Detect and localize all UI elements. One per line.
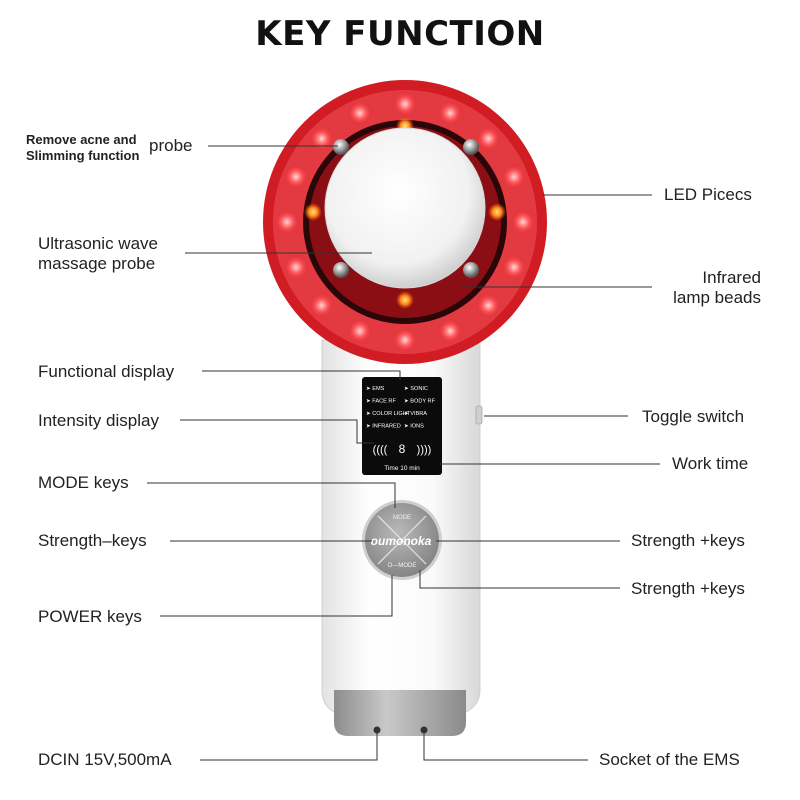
red-led (274, 209, 300, 235)
red-led (437, 318, 464, 344)
intensity-waves-right: )))) (417, 444, 432, 456)
label-led-pieces: LED Picecs (664, 185, 752, 204)
label-toggle-switch: Toggle switch (642, 407, 745, 426)
label-socket-ems: Socket of the EMS (599, 750, 740, 769)
ems-socket-hole (420, 726, 428, 734)
mode-list-left: ➤ EMS ➤ FACE RF ➤ COLOR LIGHT ➤ INFRARED (366, 386, 411, 430)
label-strength-plus-2: Strength +keys (631, 579, 745, 598)
infrared-led (396, 291, 414, 309)
label-probe: probe (149, 136, 193, 155)
ultrasonic-probe-plate (324, 127, 486, 289)
mode-item-left: ➤ COLOR LIGHT (366, 411, 411, 417)
red-led (475, 125, 502, 152)
mode-item-right: ➤ VIBRA (404, 411, 427, 417)
mode-list-right: ➤ SONIC ➤ BODY RF ➤ VIBRA ➤ IONS (404, 386, 436, 430)
label-remove-acne-line1: Remove acne and (26, 132, 137, 147)
led-lights (274, 91, 536, 353)
device-bottom-cap (334, 690, 466, 736)
leader-lines (147, 145, 660, 761)
red-led (308, 292, 335, 319)
toggle-switch[interactable] (475, 405, 483, 425)
mode-item-left: ➤ FACE RF (366, 399, 396, 405)
red-led (510, 209, 536, 235)
red-led (346, 100, 373, 126)
red-led (501, 163, 527, 190)
red-led (437, 100, 464, 126)
mode-item-left: ➤ EMS (366, 386, 385, 392)
label-power-keys: POWER keys (38, 607, 142, 626)
label-intensity-display: Intensity display (38, 411, 159, 430)
mode-item-left: ➤ INFRARED (366, 424, 401, 430)
label-remove-acne-line2: Slimming function (26, 148, 140, 163)
red-led (346, 318, 373, 344)
strength-minus-key[interactable] (365, 528, 379, 552)
mode-key[interactable]: MODE (393, 515, 411, 521)
strength-plus-key[interactable] (425, 528, 439, 552)
brand-logo-text: oumonoka (371, 534, 432, 548)
power-key[interactable]: O—MODE (388, 563, 417, 569)
mode-item-right: ➤ IONS (404, 424, 424, 430)
red-led (475, 292, 502, 319)
red-led (501, 254, 527, 281)
mode-item-right: ➤ BODY RF (404, 399, 436, 405)
red-led (283, 163, 309, 190)
label-strength-minus: Strength–keys (38, 531, 147, 550)
red-led (308, 125, 335, 152)
label-work-time: Work time (672, 454, 749, 473)
infrared-led (304, 203, 322, 221)
label-infrared-line2: lamp beads (673, 288, 761, 307)
label-dcin: DCIN 15V,500mA (38, 750, 172, 769)
label-strength-plus-1: Strength +keys (631, 531, 745, 550)
keypad-dividers (377, 515, 427, 565)
label-remove-acne: Remove acne and Slimming function (26, 132, 139, 164)
label-infrared-line1: Infrared (702, 268, 761, 287)
label-ultrasonic-line1: Ultrasonic wave (38, 234, 158, 253)
label-infrared: Infrared lamp beads (640, 268, 761, 308)
red-led (392, 91, 418, 117)
probe-screws (333, 139, 479, 278)
red-led (392, 327, 418, 353)
red-led (283, 254, 309, 281)
label-mode-keys: MODE keys (38, 473, 129, 492)
label-ultrasonic-line2: massage probe (38, 254, 156, 273)
page-title: KEY FUNCTION (255, 14, 545, 54)
label-ultrasonic: Ultrasonic wave massage probe (38, 234, 158, 274)
dc-socket-hole (373, 726, 381, 734)
intensity-waves-left: (((( (373, 444, 388, 456)
infrared-led (488, 203, 506, 221)
work-time-readout: Time 10 min (384, 465, 420, 472)
intensity-digit-display: 8 (399, 442, 406, 456)
functional-display-screen (362, 377, 442, 475)
mode-item-right: ➤ SONIC (404, 386, 428, 392)
label-functional-display: Functional display (38, 362, 175, 381)
